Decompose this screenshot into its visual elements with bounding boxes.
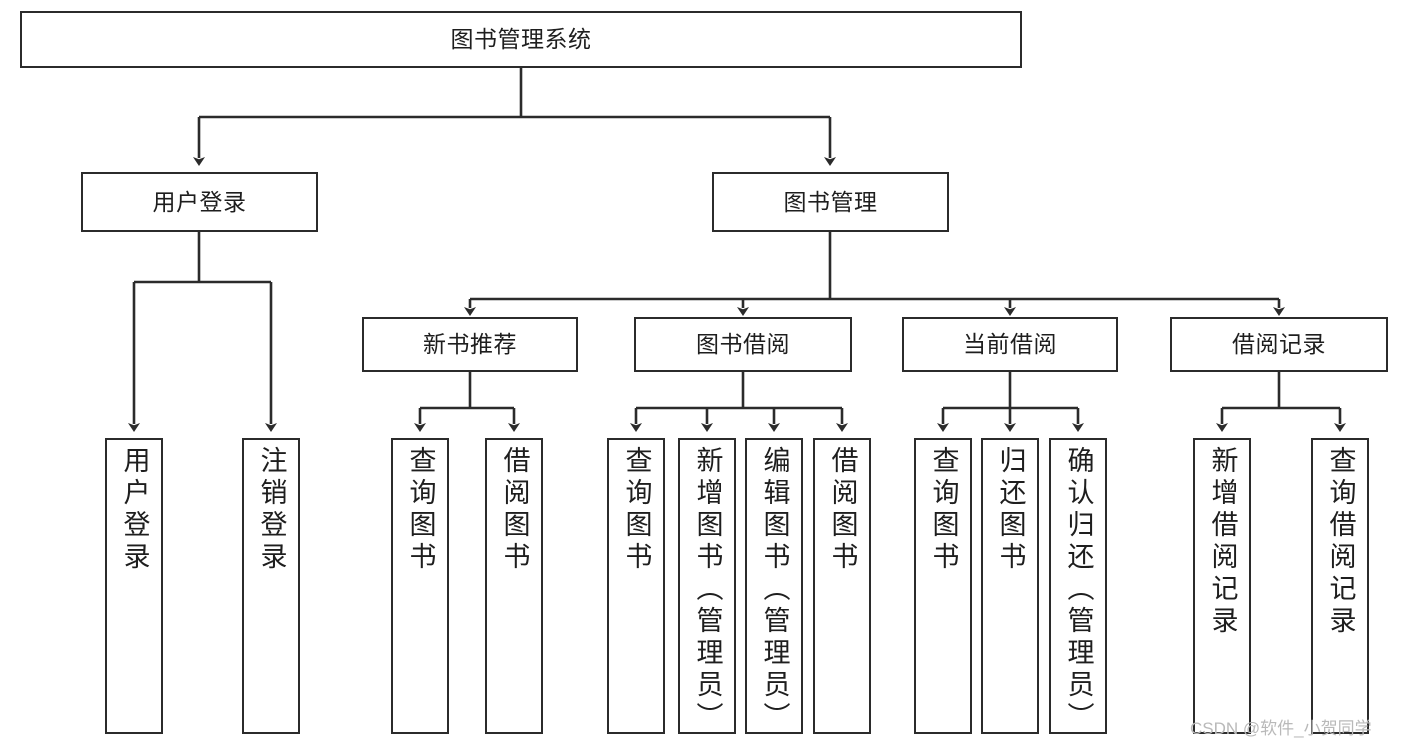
node-borrow-record[interactable]: 借阅记录 [1170,317,1388,372]
node-leaf-query-record[interactable]: 查询借阅记录 [1311,438,1369,734]
node-book-management[interactable]: 图书管理 [712,172,949,232]
node-leaf-add-book-label: 新增图书（管理员） [692,446,723,734]
node-leaf-user-login-label: 用户登录 [119,446,150,574]
node-root[interactable]: 图书管理系统 [20,11,1022,68]
node-leaf-logout-label: 注销登录 [256,446,287,574]
node-book-borrow-label: 图书借阅 [696,331,790,357]
node-new-book-recommend-label: 新书推荐 [423,331,517,357]
node-user-login[interactable]: 用户登录 [81,172,318,232]
node-leaf-logout[interactable]: 注销登录 [242,438,300,734]
node-leaf-borrow-book-2[interactable]: 借阅图书 [813,438,871,734]
node-leaf-query-book-3-label: 查询图书 [928,446,959,574]
node-leaf-query-book-2[interactable]: 查询图书 [607,438,665,734]
node-root-label: 图书管理系统 [450,26,592,52]
node-leaf-return-book-label: 归还图书 [995,446,1026,574]
node-leaf-add-book[interactable]: 新增图书（管理员） [678,438,736,734]
node-leaf-edit-book-label: 编辑图书（管理员） [759,446,790,734]
node-leaf-query-record-label: 查询借阅记录 [1325,446,1356,638]
node-leaf-query-book-2-label: 查询图书 [621,446,652,574]
node-leaf-borrow-book-1[interactable]: 借阅图书 [485,438,543,734]
node-leaf-query-book-3[interactable]: 查询图书 [914,438,972,734]
node-leaf-borrow-book-2-label: 借阅图书 [827,446,858,574]
node-leaf-borrow-book-1-label: 借阅图书 [499,446,530,574]
node-current-borrow-label: 当前借阅 [963,331,1057,357]
node-book-borrow[interactable]: 图书借阅 [634,317,852,372]
node-leaf-user-login[interactable]: 用户登录 [105,438,163,734]
node-borrow-record-label: 借阅记录 [1232,331,1326,357]
node-leaf-edit-book[interactable]: 编辑图书（管理员） [745,438,803,734]
node-leaf-confirm-return[interactable]: 确认归还（管理员） [1049,438,1107,734]
node-user-login-label: 用户登录 [152,188,247,215]
node-leaf-query-book-1-label: 查询图书 [405,446,436,574]
node-leaf-query-book-1[interactable]: 查询图书 [391,438,449,734]
node-leaf-add-record[interactable]: 新增借阅记录 [1193,438,1251,734]
node-leaf-add-record-label: 新增借阅记录 [1207,446,1238,638]
node-new-book-recommend[interactable]: 新书推荐 [362,317,578,372]
csdn-watermark: CSDN @软件_小贺同学 [1190,719,1372,738]
node-book-management-label: 图书管理 [783,188,878,215]
node-leaf-confirm-return-label: 确认归还（管理员） [1063,446,1094,734]
node-leaf-return-book[interactable]: 归还图书 [981,438,1039,734]
node-current-borrow[interactable]: 当前借阅 [902,317,1118,372]
